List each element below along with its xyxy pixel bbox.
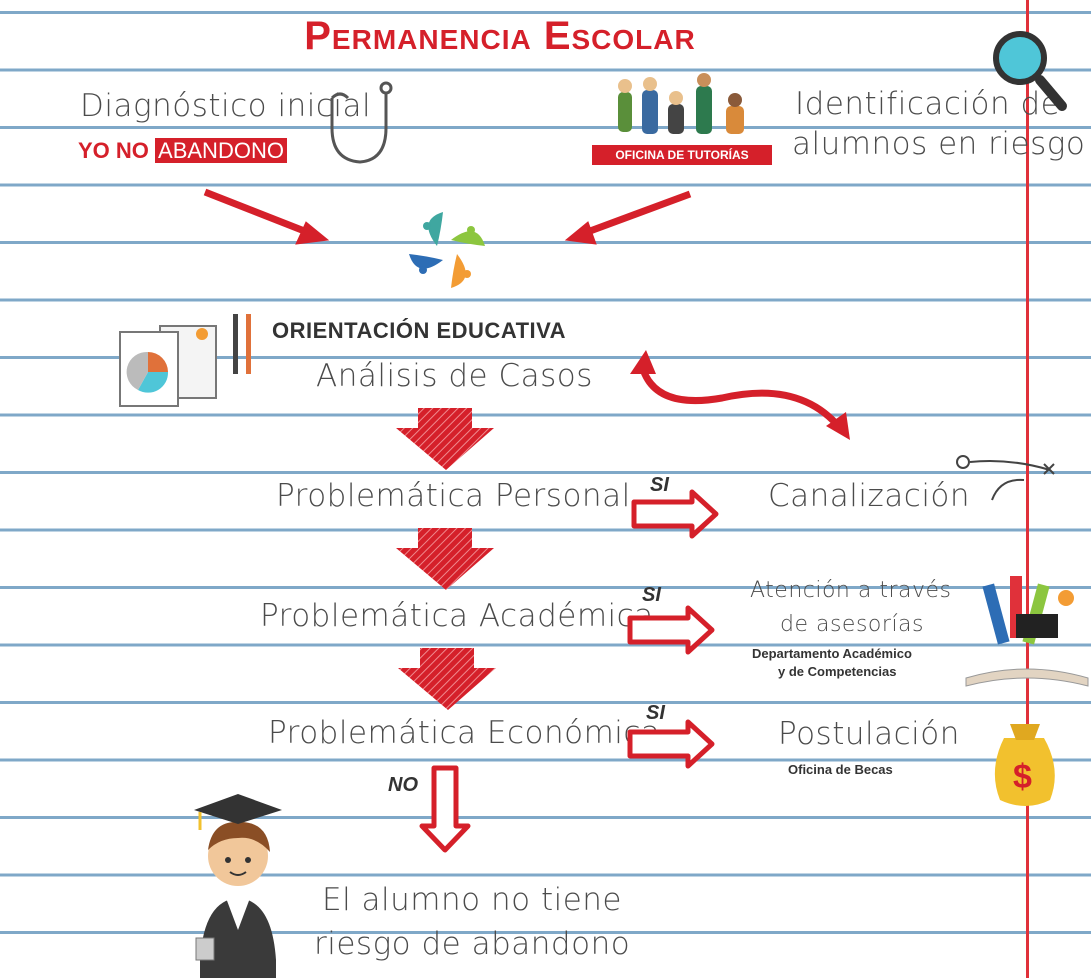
route-icon bbox=[956, 455, 1055, 501]
economic-problem-label: Problemática Económica bbox=[268, 715, 661, 751]
no-label: NO bbox=[388, 774, 418, 796]
postulation-label: Postulación bbox=[778, 716, 960, 752]
books-icon bbox=[965, 576, 1089, 687]
personal-problem-label: Problemática Personal bbox=[276, 478, 631, 514]
diagnostic-label: Diagnóstico inicial bbox=[80, 88, 372, 124]
right-arrow-personal bbox=[631, 489, 719, 539]
canalization-label: Canalización bbox=[768, 478, 971, 514]
personal-yes-label: SI bbox=[650, 474, 669, 496]
students-icon bbox=[618, 73, 744, 134]
right-arrow-academic bbox=[627, 605, 715, 655]
arrow-identification-to-logo bbox=[564, 190, 692, 245]
identification-line1: Identificación de bbox=[795, 86, 1061, 122]
final-line2: riesgo de abandono bbox=[314, 926, 631, 962]
dept-line1: Departamento Académico bbox=[752, 646, 912, 661]
scholarship-office-label: Oficina de Becas bbox=[788, 762, 893, 777]
magnifier-icon bbox=[993, 31, 1067, 111]
down-arrow-3 bbox=[398, 648, 496, 710]
margin-line bbox=[1026, 0, 1029, 978]
down-arrow-2 bbox=[396, 528, 494, 590]
right-arrow-economic bbox=[627, 719, 715, 769]
logo-box: ABANDONO bbox=[155, 138, 287, 163]
tutoring-line1: Atención a través bbox=[750, 578, 952, 603]
economic-yes-label: SI bbox=[646, 702, 665, 724]
documents-icon bbox=[119, 325, 217, 407]
orientation-heading: ORIENTACIÓN EDUCATIVA bbox=[272, 318, 567, 343]
tutoring-line2: de asesorías bbox=[780, 612, 924, 637]
graduate-icon bbox=[194, 794, 282, 978]
star-logo-icon bbox=[409, 212, 485, 288]
dept-line2: y de Competencias bbox=[778, 664, 897, 679]
final-line1: El alumno no tiene bbox=[322, 882, 623, 918]
money-bag-icon: $ bbox=[994, 724, 1055, 806]
identification-line2: alumnos en riesgo bbox=[792, 126, 1086, 162]
svg-text:$: $ bbox=[1013, 758, 1032, 796]
yo-no-abandono-logo: YO NO ABANDONO bbox=[78, 138, 287, 164]
down-arrow-1 bbox=[396, 408, 494, 470]
page-title: Permanencia Escolar bbox=[304, 14, 696, 58]
pencils-icon bbox=[233, 314, 251, 374]
logo-prefix: YO NO bbox=[78, 138, 149, 163]
down-arrow-no bbox=[419, 765, 471, 853]
stethoscope-icon bbox=[330, 81, 393, 164]
arrow-diagnostic-to-logo bbox=[203, 188, 330, 245]
arrow-orientation-canalization bbox=[630, 350, 850, 440]
tutorias-office-label: OFICINA DE TUTORÍAS bbox=[592, 145, 772, 165]
case-analysis-label: Análisis de Casos bbox=[316, 358, 593, 394]
academic-problem-label: Problemática Académica bbox=[260, 598, 654, 634]
academic-yes-label: SI bbox=[642, 584, 661, 606]
